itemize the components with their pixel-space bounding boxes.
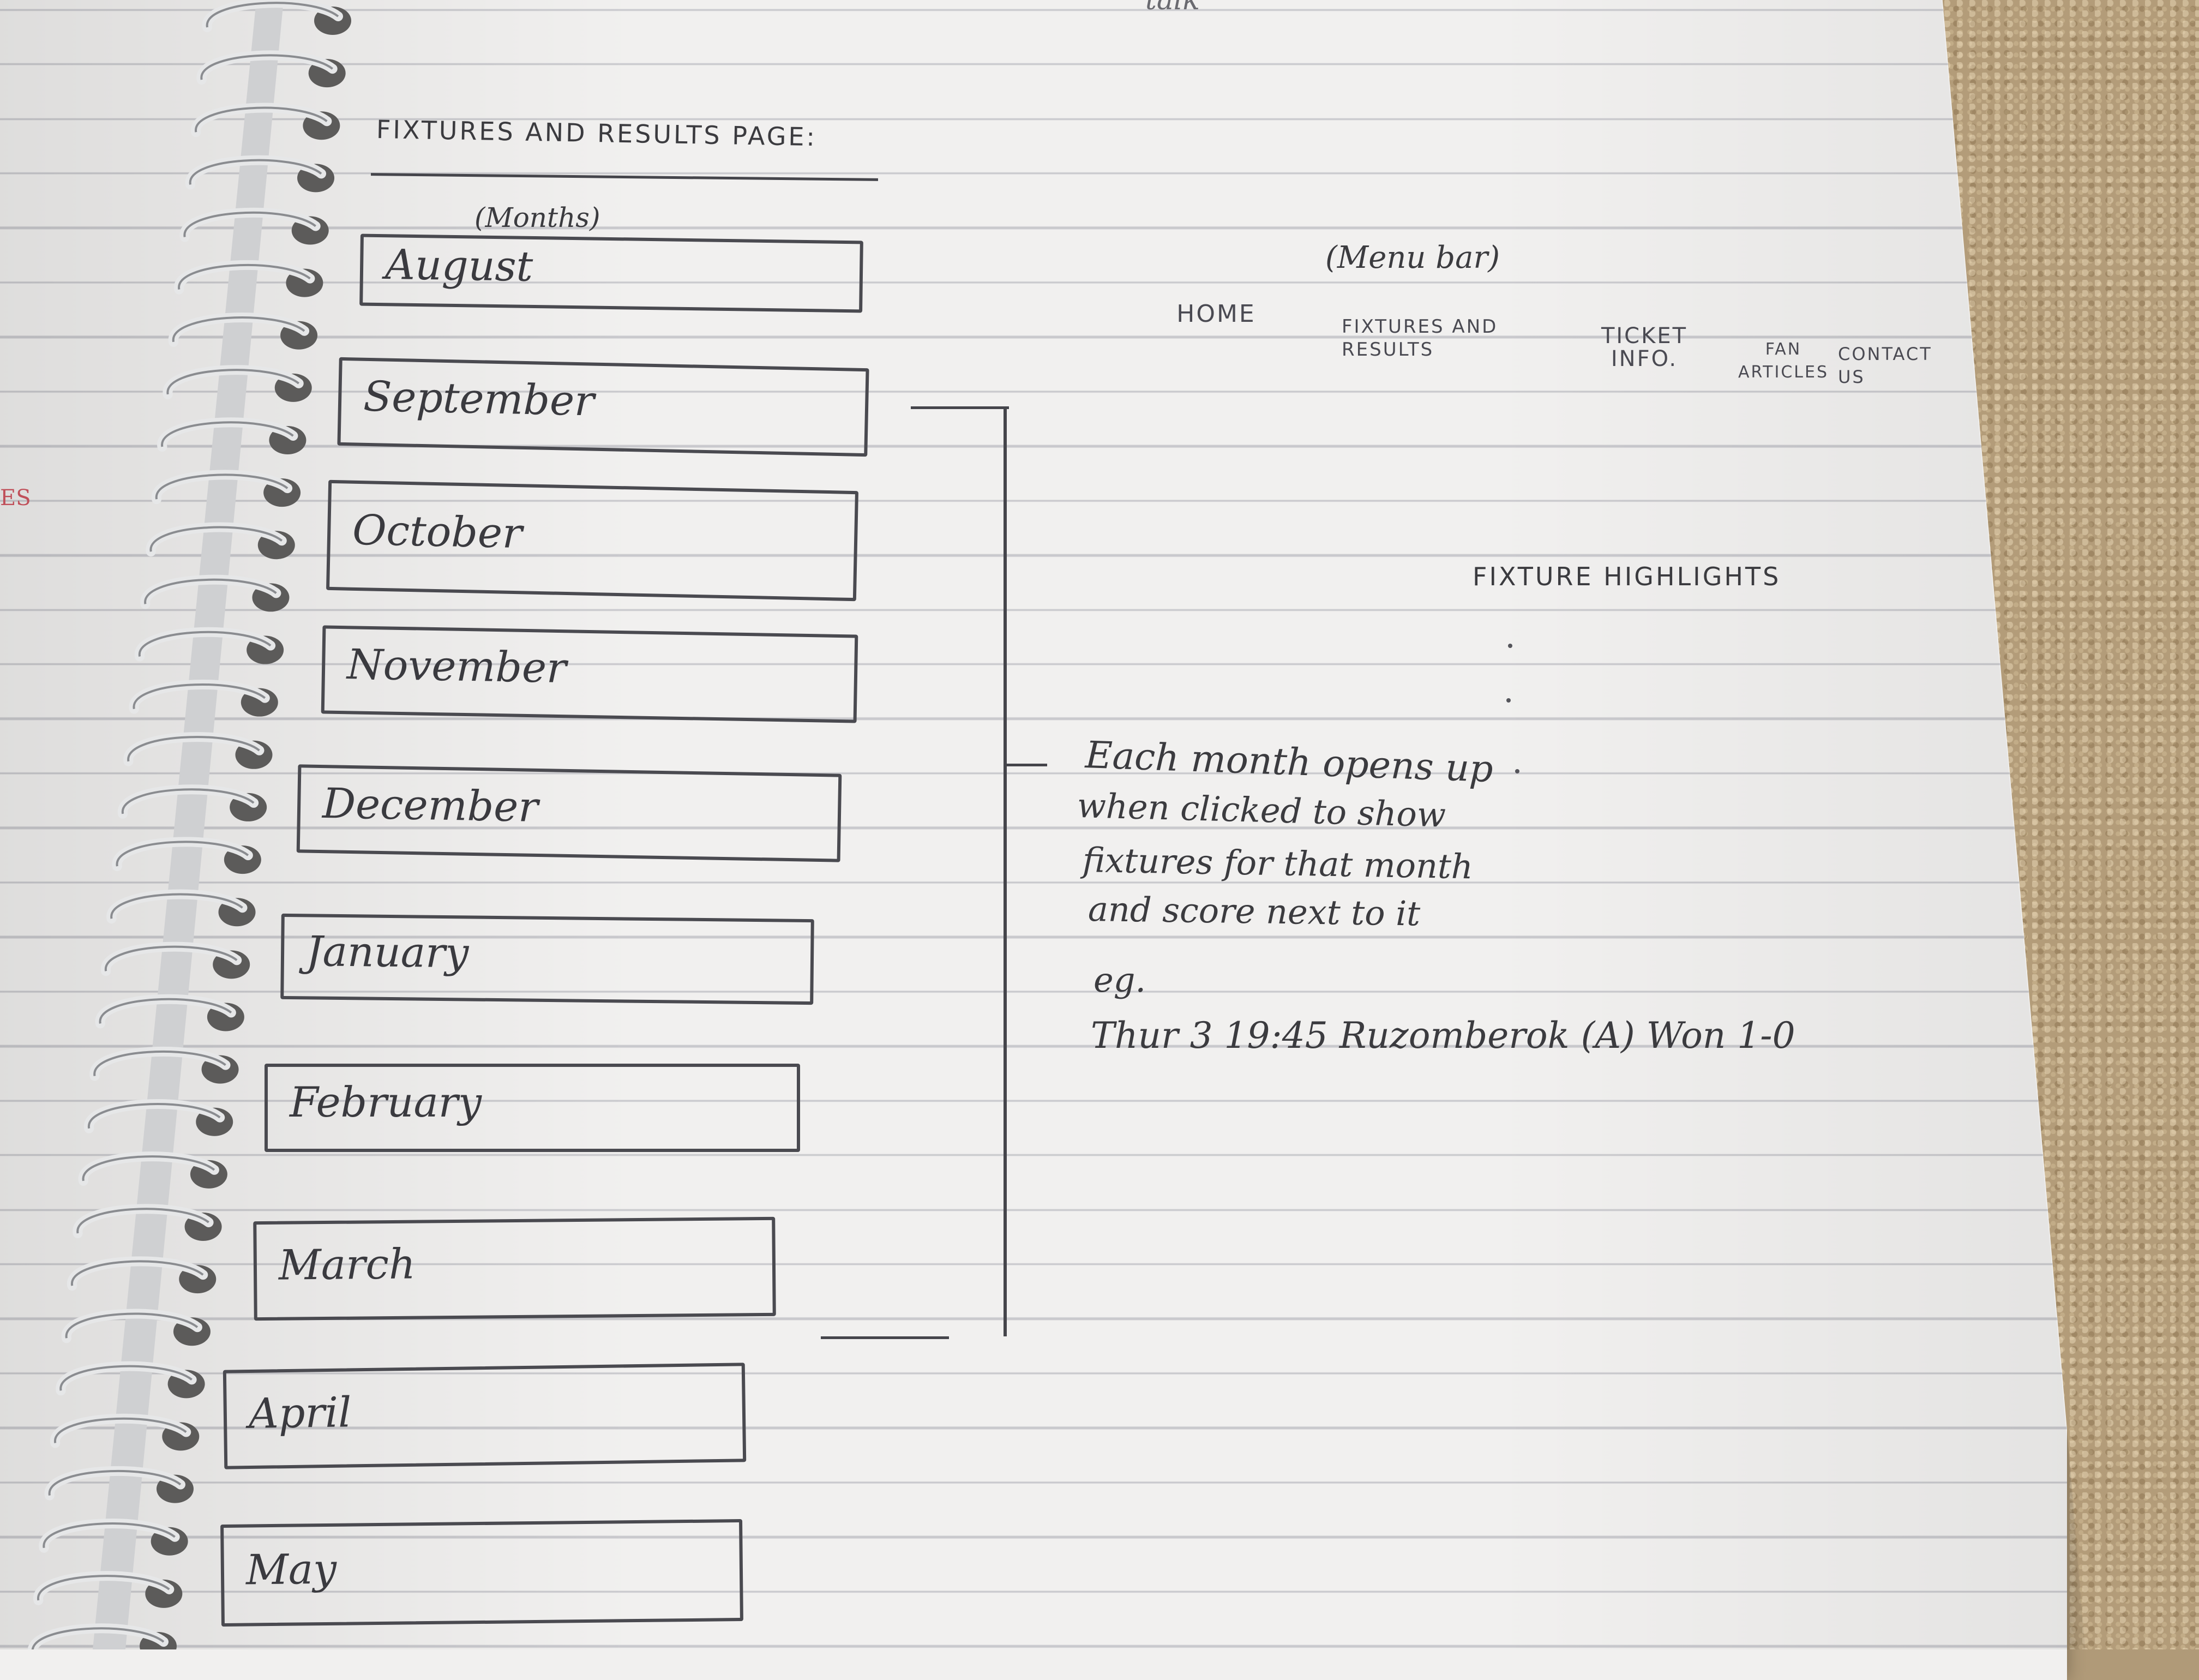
spiral-coil-edge bbox=[32, 1627, 165, 1649]
month-label: October bbox=[352, 505, 523, 558]
spiral-coil-edge bbox=[65, 1312, 199, 1339]
month-label: January bbox=[305, 926, 469, 977]
spiral-coil-edge bbox=[139, 631, 272, 657]
bracket-top-tick bbox=[911, 406, 1009, 409]
month-label: February bbox=[290, 1077, 482, 1126]
note-line: fixtures for that month bbox=[1082, 840, 1474, 887]
month-accordion-december[interactable]: December bbox=[296, 764, 842, 862]
spiral-coil-edge bbox=[127, 736, 260, 762]
spiral-coil-edge bbox=[178, 264, 311, 290]
spiral-coil-edge bbox=[195, 106, 328, 133]
month-accordion-april[interactable]: April bbox=[223, 1363, 747, 1469]
spiral-coil-edge bbox=[116, 841, 249, 867]
bracket-pointer bbox=[1004, 764, 1047, 766]
spiral-coil-edge bbox=[82, 1155, 215, 1181]
menu-item-home[interactable]: HOME bbox=[1176, 300, 1256, 328]
spiral-coil-edge bbox=[99, 998, 232, 1024]
month-accordion-may[interactable]: May bbox=[220, 1519, 743, 1627]
spiral-coil-edge bbox=[76, 1208, 209, 1234]
menu-item-fan-articles[interactable]: FAN ARTICLES bbox=[1738, 340, 1829, 382]
note-eg-label: eg. bbox=[1094, 960, 1146, 1000]
spiral-coil-edge bbox=[59, 1365, 193, 1391]
top-partial-text: talk bbox=[1145, 0, 1200, 16]
bracket-bottom-tick bbox=[821, 1336, 949, 1339]
spiral-coil-edge bbox=[48, 1470, 182, 1496]
spiral-coil-edge bbox=[105, 945, 238, 971]
month-label: November bbox=[346, 640, 567, 693]
month-label: April bbox=[248, 1388, 352, 1438]
spiral-coil-edge bbox=[206, 2, 339, 28]
spiral-coil-edge bbox=[183, 211, 316, 237]
spiral-coil-edge bbox=[161, 421, 294, 447]
spiral-coil-edge bbox=[189, 159, 322, 185]
month-label: March bbox=[278, 1239, 416, 1289]
month-accordion-october[interactable]: October bbox=[326, 479, 859, 602]
spiral-coil-edge bbox=[144, 578, 277, 604]
spiral-coil-edge bbox=[88, 1103, 221, 1129]
menu-item-fixtures-and-results[interactable]: FIXTURES AND RESULTS bbox=[1342, 316, 1498, 361]
spine-band bbox=[93, 0, 284, 1649]
month-label: August bbox=[384, 240, 533, 291]
highlight-dot bbox=[1508, 644, 1512, 648]
highlight-dot bbox=[1515, 769, 1519, 773]
month-accordion-august[interactable]: August bbox=[359, 233, 863, 313]
spiral-coil-edge bbox=[166, 369, 299, 395]
spiral-coil-edge bbox=[200, 54, 333, 80]
month-accordion-november[interactable]: November bbox=[321, 625, 858, 723]
spiral-coil-edge bbox=[122, 788, 255, 814]
notebook-page bbox=[0, 0, 2067, 1680]
margin-mark: ES bbox=[0, 485, 31, 511]
month-label: May bbox=[245, 1544, 337, 1594]
spiral-coil-edge bbox=[37, 1575, 170, 1601]
menu-item-ticket-info[interactable]: TICKET INFO. bbox=[1601, 323, 1688, 371]
month-accordion-february[interactable]: February bbox=[265, 1064, 800, 1152]
menu-caption: (Menu bar) bbox=[1325, 240, 1500, 275]
month-label: December bbox=[322, 778, 539, 831]
spiral-coil-edge bbox=[133, 683, 266, 710]
spiral-coil-edge bbox=[172, 316, 305, 343]
months-bracket bbox=[824, 406, 1007, 1336]
month-accordion-september[interactable]: September bbox=[337, 357, 869, 457]
months-caption: (Months) bbox=[474, 202, 600, 233]
spiral-coil-edge bbox=[110, 893, 243, 919]
spiral-coil-edge bbox=[155, 473, 289, 500]
fixture-highlights-label: FIXTURE HIGHLIGHTS bbox=[1473, 562, 1781, 591]
month-label: September bbox=[363, 371, 595, 425]
spiral-binding bbox=[0, 0, 382, 1649]
spiral-coil-edge bbox=[93, 1050, 226, 1076]
menu-item-contact-us[interactable]: CONTACT US bbox=[1838, 344, 1932, 387]
spiral-coil-edge bbox=[71, 1260, 204, 1286]
note-line: and score next to it bbox=[1088, 889, 1421, 934]
note-example: Thur 3 19:45 Ruzomberok (A) Won 1-0 bbox=[1091, 1015, 1795, 1057]
month-accordion-march[interactable]: March bbox=[253, 1216, 776, 1321]
spiral-coil-edge bbox=[54, 1417, 187, 1443]
highlight-dot bbox=[1506, 698, 1511, 703]
month-accordion-january[interactable]: January bbox=[280, 913, 814, 1005]
spiral-coil-edge bbox=[43, 1522, 176, 1549]
spiral-coil-edge bbox=[149, 526, 283, 552]
